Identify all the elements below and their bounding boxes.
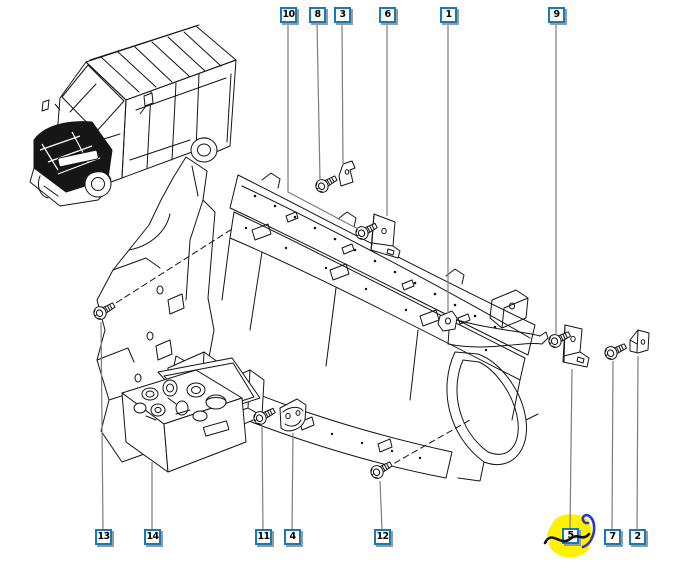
leader-line-12 (379, 480, 383, 530)
callout-1-panel-tab[interactable]: 1 (440, 7, 457, 23)
callout-11-bolt[interactable]: 11 (255, 529, 272, 545)
leader-line-10 (287, 23, 359, 230)
callout-6-l-bracket[interactable]: 6 (379, 7, 396, 23)
callout-8-bolt[interactable]: 8 (309, 7, 326, 23)
mount-bracket-4 (279, 398, 307, 432)
callout-3-clip-bracket[interactable]: 3 (334, 7, 351, 23)
callout-10-bolt[interactable]: 10 (280, 7, 297, 23)
corner-bracket-2 (629, 329, 650, 354)
screw-12 (368, 457, 395, 482)
callout-12-bolt[interactable]: 12 (374, 529, 391, 545)
callout-13-bolt[interactable]: 13 (95, 529, 112, 545)
callout-5-l-bracket[interactable]: 5 (562, 528, 579, 544)
leader-line-13 (100, 321, 104, 530)
callout-4-mount-bracket[interactable]: 4 (284, 529, 301, 545)
assembly-axis-12 (385, 419, 471, 469)
leader-line-8 (316, 22, 321, 181)
screw-7 (602, 339, 629, 362)
panel-tab-1 (437, 310, 458, 332)
leader-line-2 (636, 355, 639, 530)
clip-bracket-3 (338, 160, 356, 187)
callout-9-bolt[interactable]: 9 (548, 7, 565, 23)
leader-line-7 (611, 360, 614, 530)
leader-line-11 (261, 426, 264, 530)
callout-7-bolt[interactable]: 7 (604, 529, 621, 545)
assembly-axis-13 (107, 228, 233, 309)
callout-14-fasteners-kit[interactable]: 14 (144, 529, 161, 545)
leader-line-5 (569, 368, 573, 529)
l-bracket-6 (370, 213, 401, 259)
callout-2-corner-bracket[interactable]: 2 (629, 529, 646, 545)
vehicle-thumbnail (29, 24, 237, 207)
screw-8 (313, 171, 340, 196)
leader-line-4 (291, 432, 294, 530)
screw-13 (91, 298, 118, 323)
leader-lines (100, 22, 639, 530)
fasteners-kit-box (121, 357, 261, 473)
l-bracket-5 (562, 324, 590, 368)
leader-line-3 (341, 22, 344, 167)
